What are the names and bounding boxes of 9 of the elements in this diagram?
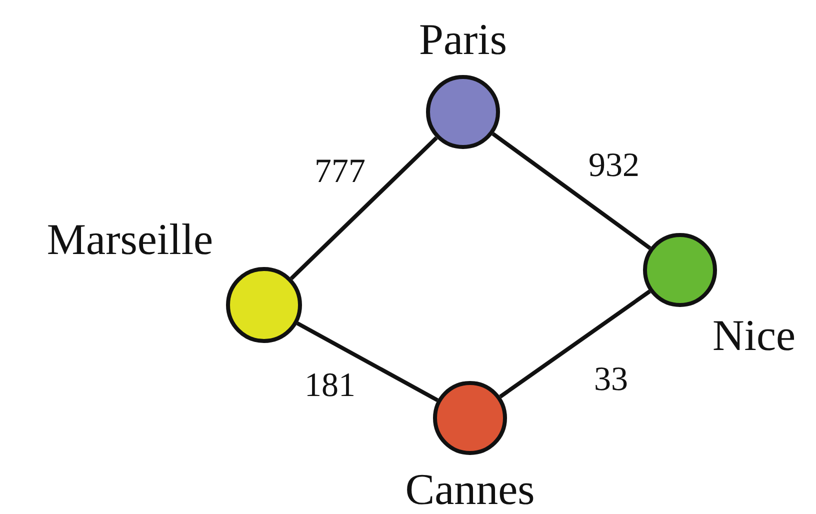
city-label: Cannes — [405, 468, 535, 512]
connector-line — [290, 136, 438, 280]
city-label: Nice — [712, 314, 796, 358]
city-label: Paris — [419, 18, 507, 62]
connector-line — [296, 322, 439, 402]
connector-line — [492, 132, 652, 250]
connector-line — [499, 290, 651, 398]
city-circle — [426, 75, 500, 149]
city-label: Marseille — [46, 218, 214, 262]
